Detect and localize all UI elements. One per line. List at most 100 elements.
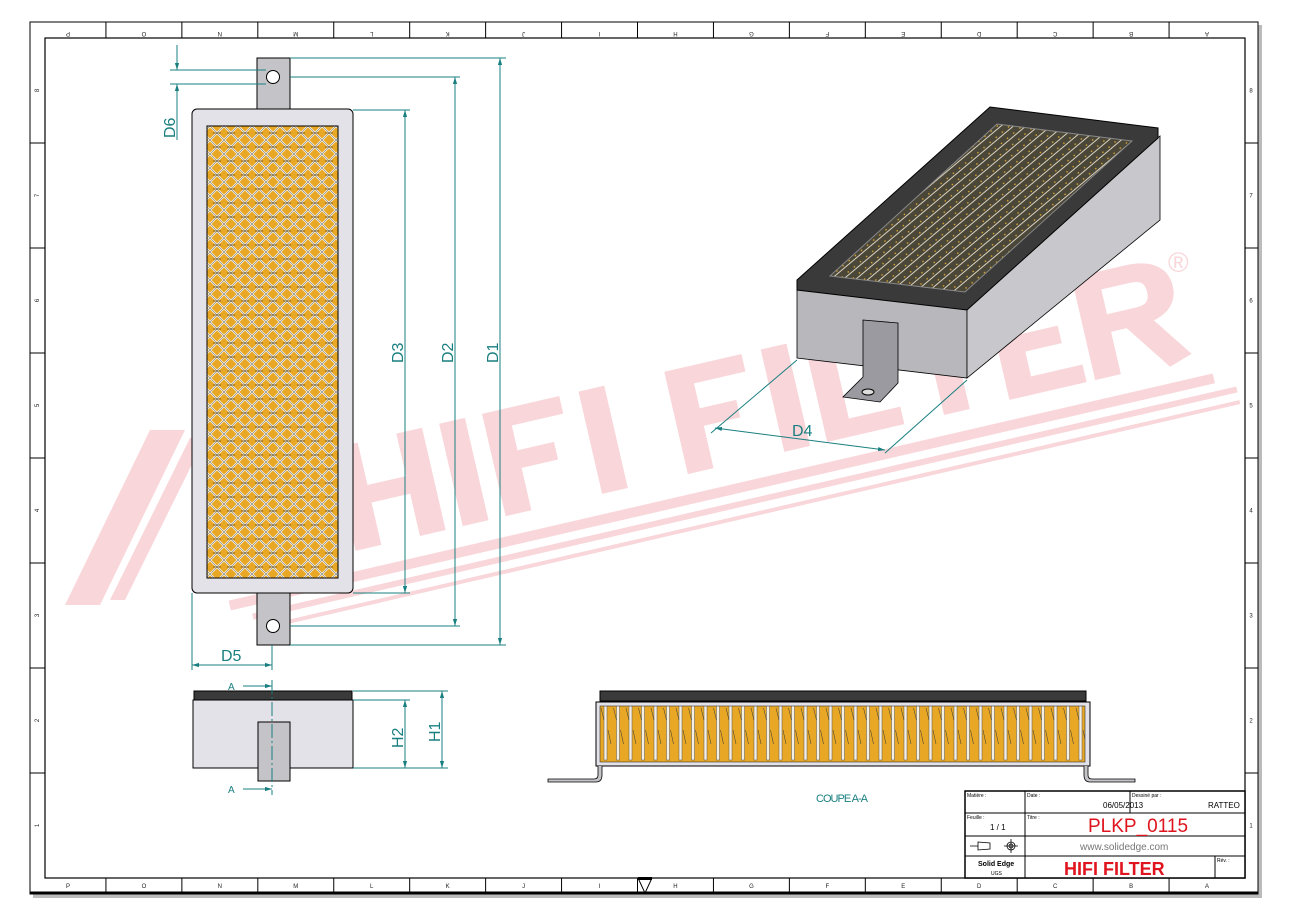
mounting-hole-bottom xyxy=(266,619,280,633)
drawn-by-value: RATTEO xyxy=(1208,801,1240,810)
software-vendor: UGS xyxy=(991,871,1003,877)
dimension-d3: D3 xyxy=(390,342,407,363)
border-zone-labels: P P O O N N M M L L K K J J I I H H G G F F E E D D C C B B A A 8 8 7 7 6 6 5 5… xyxy=(30,22,1258,893)
section-mark-top: A xyxy=(228,682,235,693)
column-label-top: M xyxy=(293,30,298,36)
column-label-bottom: A xyxy=(1205,884,1209,890)
row-label-right: 1 xyxy=(1249,824,1253,830)
mounting-hole-top xyxy=(266,70,280,84)
section-mark-bottom: A xyxy=(228,785,235,796)
column-label-top: B xyxy=(1129,30,1133,36)
row-label-right: 2 xyxy=(1249,719,1253,725)
title-label: Titre : xyxy=(1027,815,1040,821)
row-label-right: 5 xyxy=(1249,404,1253,410)
pleated-media-section xyxy=(599,705,1086,763)
watermark-registered: ® xyxy=(1168,247,1189,278)
column-label-bottom: B xyxy=(1129,884,1133,890)
column-label-bottom: E xyxy=(901,884,905,890)
dimension-d1: D1 xyxy=(485,342,502,363)
dimension-d5: D5 xyxy=(221,648,242,665)
row-label-left: 6 xyxy=(35,298,41,302)
side-view: A A H2 H1 xyxy=(192,680,448,796)
column-label-bottom: P xyxy=(66,884,70,890)
column-label-top: I xyxy=(598,30,600,36)
tab-side xyxy=(257,721,291,782)
title-block: Matière : Date : 06/05/2013 Dessiné par … xyxy=(964,790,1246,879)
gasket-section xyxy=(599,690,1087,702)
column-label-top: D xyxy=(976,30,981,36)
column-label-bottom: N xyxy=(218,884,222,890)
date-label: Date : xyxy=(1027,793,1040,799)
column-label-bottom: O xyxy=(142,884,147,890)
column-label-bottom: K xyxy=(446,884,450,890)
watermark-letter xyxy=(578,385,628,494)
column-label-top: K xyxy=(446,30,450,36)
dimension-d4: D4 xyxy=(792,423,813,440)
column-label-bottom: M xyxy=(293,884,298,890)
row-label-right: 6 xyxy=(1249,299,1253,305)
mounting-tab-bottom xyxy=(256,592,291,646)
left-flange xyxy=(547,766,603,783)
section-view-a-a: COUPE A-A xyxy=(547,690,1136,805)
column-label-bottom: L xyxy=(370,884,374,890)
column-label-bottom: G xyxy=(749,884,754,890)
column-label-top: E xyxy=(901,30,905,36)
column-label-bottom: J xyxy=(522,884,525,890)
revision-label: Rév. : xyxy=(1217,858,1230,864)
isometric-view: D4 xyxy=(710,106,1161,454)
row-label-left: 8 xyxy=(35,88,41,92)
mesh-top xyxy=(828,123,1134,293)
row-label-left: 2 xyxy=(35,718,41,722)
software-name: Solid Edge xyxy=(978,861,1014,868)
row-label-left: 3 xyxy=(35,613,41,617)
row-label-right: 7 xyxy=(1249,194,1253,200)
company-name: HIFI FILTER xyxy=(1064,859,1165,879)
column-label-top: H xyxy=(673,30,677,36)
column-label-top: A xyxy=(1205,30,1209,36)
column-label-bottom: C xyxy=(1053,884,1058,890)
watermark-letter xyxy=(1071,263,1192,381)
dimension-d2: D2 xyxy=(440,342,457,363)
row-label-right: 4 xyxy=(1249,509,1253,515)
section-title: COUPE A-A xyxy=(816,793,869,805)
column-label-top: O xyxy=(141,30,146,36)
gasket-side xyxy=(193,690,353,701)
website: www.solidedge.com xyxy=(1079,842,1168,853)
column-label-top: F xyxy=(825,30,829,36)
column-label-top: N xyxy=(218,30,222,36)
column-label-top: G xyxy=(749,30,754,36)
column-label-top: J xyxy=(522,30,525,36)
column-label-bottom: H xyxy=(673,884,677,890)
row-label-left: 4 xyxy=(35,508,41,512)
top-view-dimensions: D1 D2 D3 D6 D5 xyxy=(162,45,506,670)
drawn-by-label: Dessiné par : xyxy=(1132,793,1161,799)
row-label-right: 8 xyxy=(1249,89,1253,95)
dimension-h1: H1 xyxy=(427,721,444,742)
row-label-right: 3 xyxy=(1249,614,1253,620)
center-mark-bar xyxy=(638,877,652,880)
sheet-label: Feuille : xyxy=(967,815,985,821)
drawing-title: PLKP_0115 xyxy=(1088,816,1188,837)
column-label-top: L xyxy=(369,30,373,36)
column-label-bottom: F xyxy=(826,884,830,890)
row-label-left: 5 xyxy=(35,403,41,407)
mounting-hole-3d xyxy=(861,388,875,396)
top-view xyxy=(191,57,354,646)
material-label: Matière : xyxy=(967,793,986,799)
column-label-top: P xyxy=(66,30,70,36)
right-flange xyxy=(1083,766,1136,783)
filter-media-mesh xyxy=(206,125,339,579)
row-label-left: 1 xyxy=(35,823,41,827)
column-label-bottom: D xyxy=(977,884,982,890)
projection-symbol-icon xyxy=(970,839,1018,853)
sheet-value: 1 / 1 xyxy=(990,823,1006,832)
dimension-h2: H2 xyxy=(390,727,407,748)
watermark-letter xyxy=(664,353,746,475)
column-label-top: C xyxy=(1052,30,1057,36)
mounting-tab-3d xyxy=(842,319,899,403)
column-label-bottom: I xyxy=(599,884,601,890)
date-value: 06/05/2013 xyxy=(1103,801,1144,810)
dimension-d6: D6 xyxy=(162,117,179,138)
row-label-left: 7 xyxy=(35,193,41,197)
